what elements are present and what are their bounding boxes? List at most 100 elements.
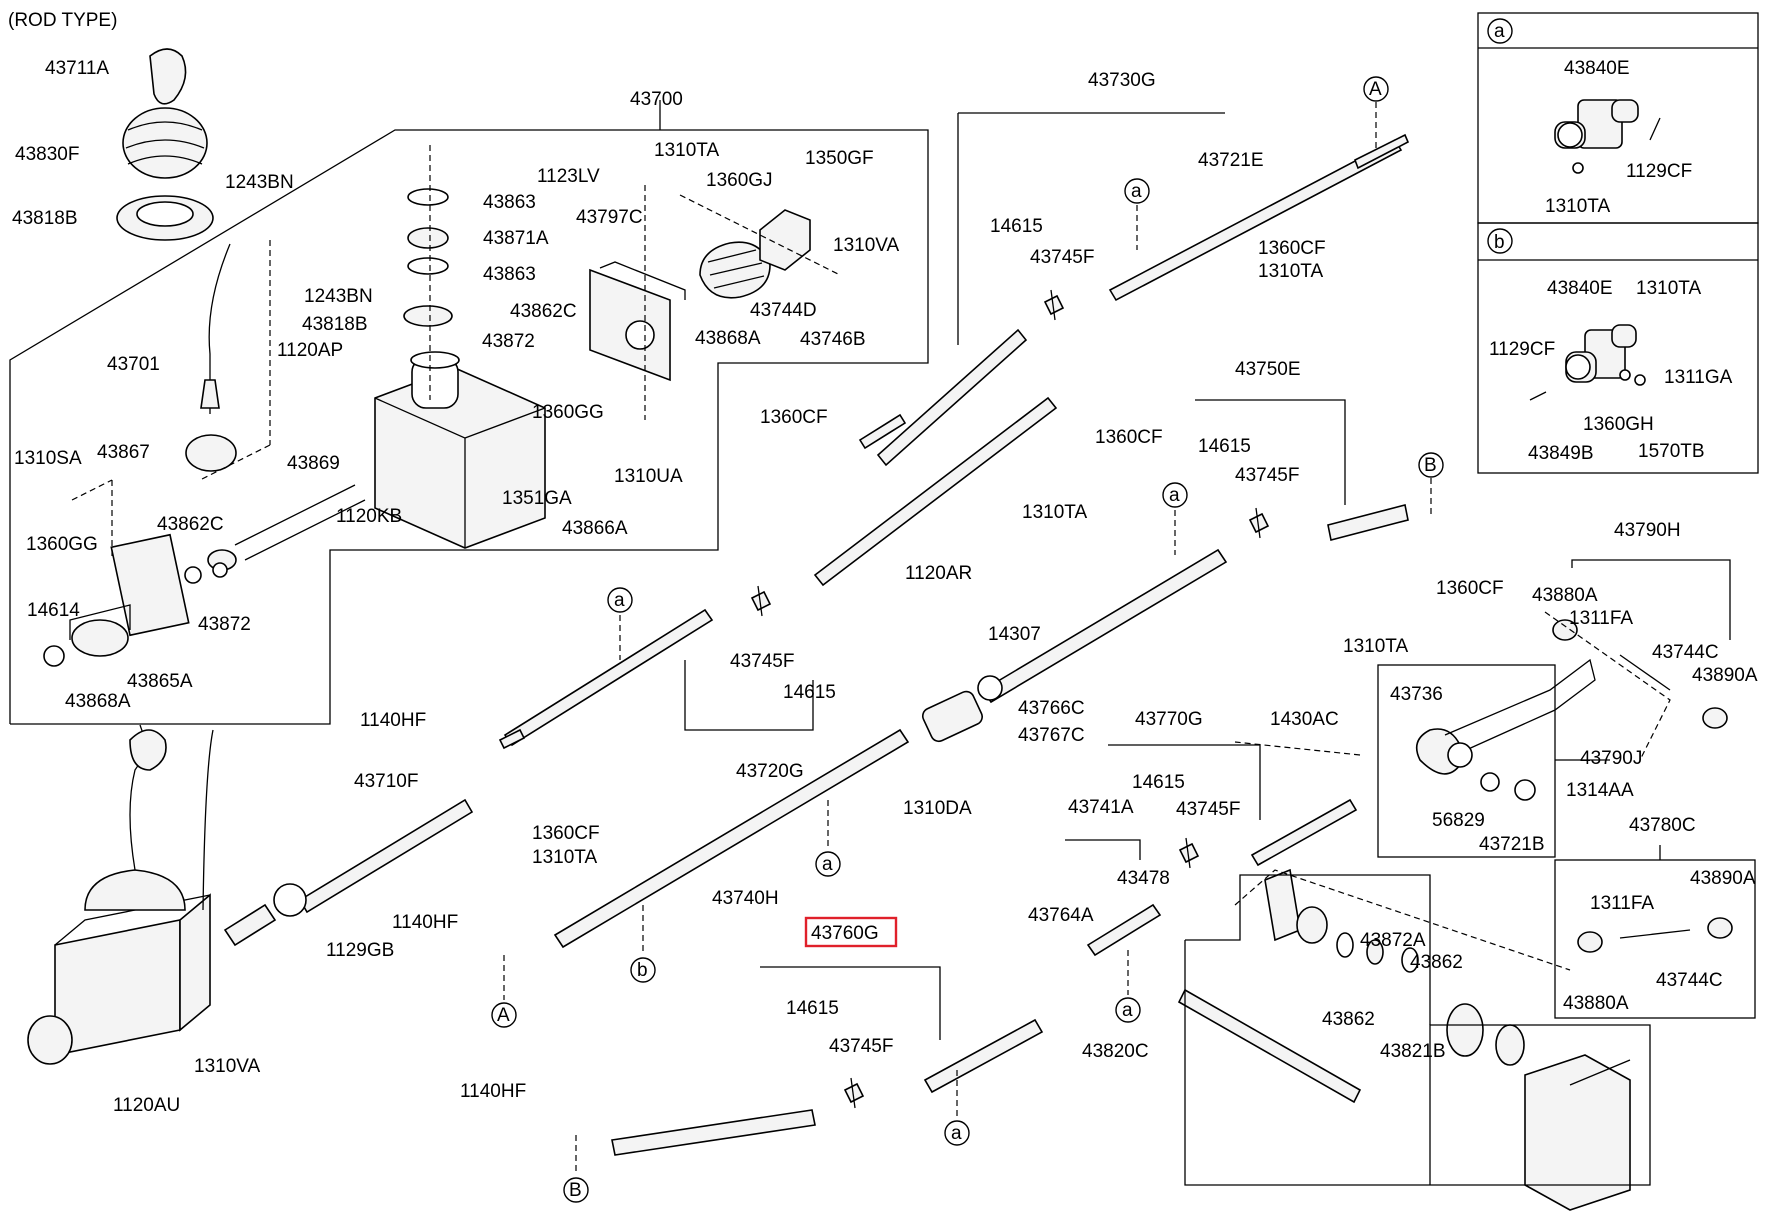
inset-b-label: 43849B [1528, 443, 1594, 464]
highlight-43760G [804, 916, 898, 948]
part-label: 43750E [1235, 359, 1301, 380]
part-label: 1360GJ [706, 170, 773, 191]
part-label: 43770G [1135, 709, 1203, 730]
inset-b-label: 1360GH [1583, 414, 1654, 435]
part-label: 1310TA [654, 140, 719, 161]
linkage-labels: 43730G 43721E 14615 43745F 1360CF 1310TA… [113, 70, 1758, 1116]
part-label: 43764A [1028, 905, 1094, 926]
part-label: 43745F [1176, 799, 1240, 820]
part-label: 43880A [1532, 585, 1598, 606]
part-label: 1140HF [392, 912, 458, 933]
part-label: 1310VA [833, 235, 900, 256]
svg-text:B: B [1424, 455, 1437, 476]
part-label: 43767C [1018, 725, 1085, 746]
part-label: 14307 [988, 624, 1041, 645]
marker-b: b [630, 957, 656, 983]
part-label: 43890A [1692, 665, 1758, 686]
part-label: 43780C [1629, 815, 1696, 836]
linkage-rods [27, 133, 1733, 1211]
clamp-block [921, 690, 983, 743]
svg-text:a: a [1122, 1000, 1133, 1021]
part-label: 14615 [783, 682, 836, 703]
svg-text:a: a [951, 1123, 962, 1144]
inset-b-label: 1311GA [1664, 367, 1733, 388]
marker-a: a [815, 851, 841, 877]
part-label: 1351GA [502, 488, 572, 509]
part-label: 14615 [1132, 772, 1185, 793]
part-label: 1430AC [1270, 709, 1339, 730]
part-label: 1120AU [113, 1095, 180, 1116]
inset-b-label: 1570TB [1638, 441, 1705, 462]
part-label: 14615 [1198, 436, 1251, 457]
universal-joint [1248, 507, 1270, 539]
part-label: 43721B [1479, 834, 1545, 855]
marker-B-bottom: B [563, 1177, 589, 1203]
inset-b: b 43840E 1310TA 1129CF 1311GA 1360GH 438… [1477, 222, 1759, 474]
part-label: 1310TA [1343, 636, 1408, 657]
inset-a-bushing [1554, 99, 1639, 149]
marker-a: a [1124, 178, 1150, 204]
part-label: 1360CF [1095, 427, 1163, 448]
part-label: 43711A [45, 58, 109, 79]
part-label: 1120AP [277, 340, 343, 361]
part-label: 56829 [1432, 810, 1485, 831]
part-label: 14615 [786, 998, 839, 1019]
part-label: 43745F [1235, 465, 1299, 486]
part-label: 43478 [1117, 868, 1170, 889]
shift-boot [122, 107, 208, 179]
part-label: 43872 [482, 331, 535, 352]
part-label: 43871A [483, 228, 549, 249]
svg-text:a: a [1131, 181, 1142, 202]
marker-a: a [1115, 997, 1141, 1023]
part-label: 1310DA [903, 798, 972, 819]
part-label: 43872 [198, 614, 251, 635]
part-label: 43867 [97, 442, 150, 463]
inset-b-bushing [1565, 324, 1637, 383]
part-label: 43880A [1563, 993, 1629, 1014]
part-label: 1310VA [194, 1056, 261, 1077]
part-label: 43868A [65, 691, 131, 712]
part-label: 1310SA [14, 448, 82, 469]
part-label: 43760G [811, 923, 879, 944]
part-label: 1310TA [532, 847, 597, 868]
part-label: 1311FA [1590, 893, 1654, 914]
inset-a-label: 43840E [1564, 58, 1630, 79]
part-label: 43862C [157, 514, 224, 535]
universal-joint [750, 585, 772, 617]
shift-knob [149, 48, 187, 105]
part-label: 1360GG [532, 402, 604, 423]
part-label: 43865A [127, 671, 193, 692]
part-label: 43736 [1390, 684, 1443, 705]
transmission-housing [54, 919, 181, 1056]
part-label: 43701 [107, 354, 160, 375]
part-label: 1360CF [1436, 578, 1504, 599]
part-label: 14615 [990, 216, 1043, 237]
part-label: 1120KB [336, 506, 402, 527]
part-label: 1311FA [1569, 608, 1633, 629]
part-label: 43869 [287, 453, 340, 474]
part-label: 1360CF [532, 823, 600, 844]
part-label: 1310TA [1258, 261, 1323, 282]
part-label: 43746B [800, 329, 866, 350]
part-label: 43872A [1360, 930, 1426, 951]
marker-A-top: A [1363, 76, 1389, 102]
part-label: 43862 [1410, 952, 1463, 973]
diagram-title: (ROD TYPE) [8, 10, 117, 31]
part-label: 43862C [510, 301, 577, 322]
part-label: 43790H [1614, 520, 1681, 541]
marker-a: a [944, 1120, 970, 1146]
inset-a: a 43840E 1129CF 1310TA [1477, 12, 1759, 224]
leader-brackets [684, 112, 1756, 1186]
part-label: 43866A [562, 518, 628, 539]
part-label: 1310UA [614, 466, 683, 487]
part-label: 43745F [1030, 247, 1094, 268]
shifter-labels: 43711A 43830F 1243BN 43818B 43701 43867 … [12, 58, 900, 712]
inset-a-label: 1129CF [1626, 161, 1692, 182]
universal-joint [843, 1077, 865, 1109]
svg-text:A: A [1369, 79, 1382, 100]
part-label: 43890A [1690, 868, 1756, 889]
inset-b-label: 1310TA [1636, 278, 1701, 299]
svg-text:a: a [822, 854, 833, 875]
inset-b-badge: b [1494, 232, 1505, 253]
